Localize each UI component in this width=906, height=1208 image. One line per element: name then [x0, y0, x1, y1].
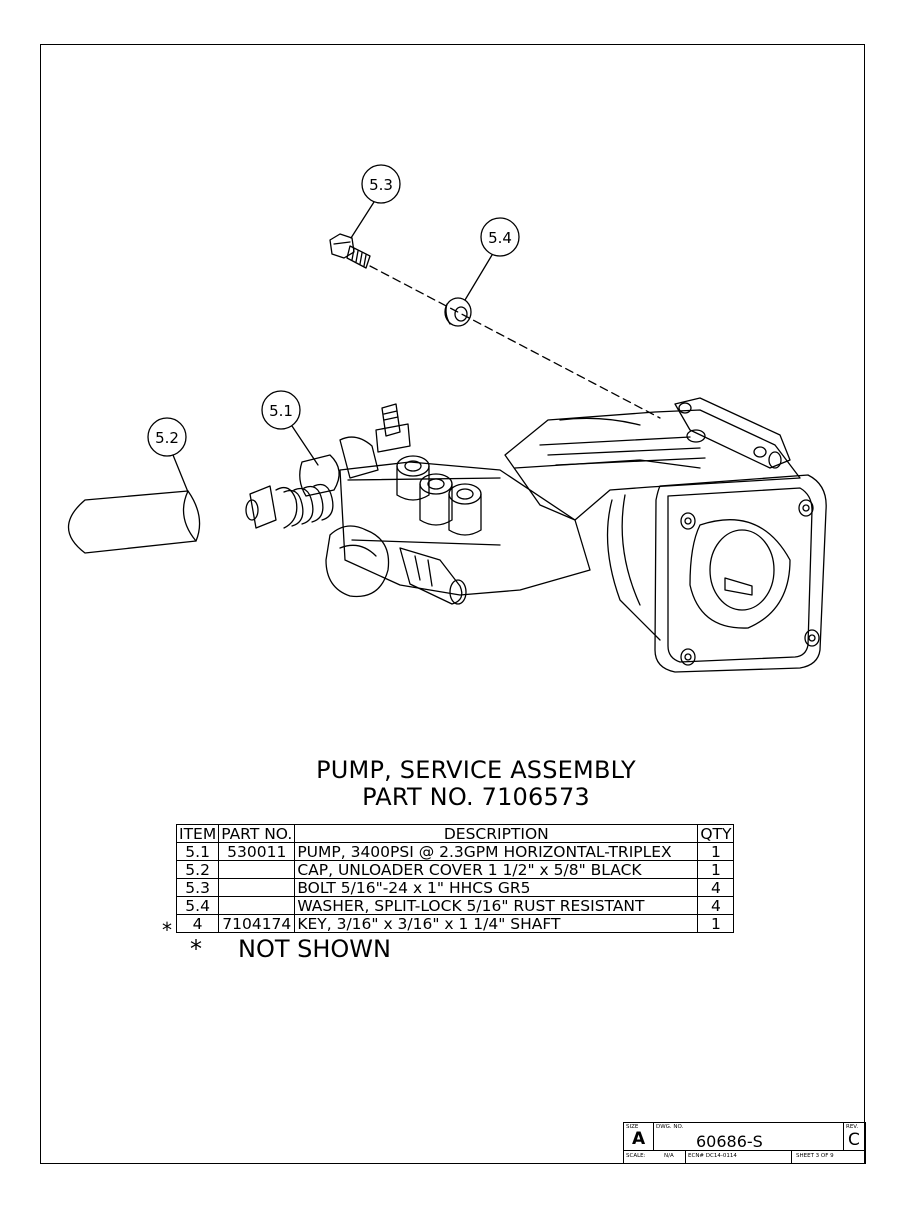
- qty-cell: 4: [697, 878, 735, 897]
- item-cell: 5.1: [175, 842, 220, 861]
- size-value: A: [632, 1129, 646, 1149]
- table-row: 5.2 CAP, UNLOADER COVER 1 1/2" x 5/8" BL…: [175, 860, 735, 879]
- table-row: 5.4 WASHER, SPLIT-LOCK 5/16" RUST RESIST…: [175, 896, 735, 915]
- not-shown-note: * NOT SHOWN: [190, 935, 391, 963]
- revision: C: [848, 1130, 860, 1150]
- item-cell: 5.4: [175, 896, 220, 915]
- table-row: 4 7104174 KEY, 3/16" x 3/16" x 1 1/4" SH…: [175, 914, 735, 933]
- part-cell: 530011: [218, 842, 296, 861]
- drawing-border: [40, 44, 865, 1164]
- rev-cell: REV. C: [844, 1123, 866, 1151]
- description-cell: KEY, 3/16" x 3/16" x 1 1/4" SHAFT: [294, 914, 699, 933]
- drawing-number: 60686-S: [696, 1132, 763, 1151]
- scale-cell: SCALE: N/A: [624, 1151, 686, 1164]
- part-number-title: PART NO. 7106573: [362, 783, 590, 811]
- item-cell: 5.2: [175, 860, 220, 879]
- callout-5-4: 5.4: [464, 217, 520, 301]
- drawing-title: PUMP, SERVICE ASSEMBLY: [316, 756, 636, 784]
- note-text: NOT SHOWN: [238, 935, 391, 963]
- part-cell: 7104174: [218, 914, 296, 933]
- callout-5-2: 5.2: [147, 417, 189, 493]
- description-cell: WASHER, SPLIT-LOCK 5/16" RUST RESISTANT: [294, 896, 699, 915]
- header-description: DESCRIPTION: [294, 824, 699, 843]
- bolt-part: [329, 233, 371, 269]
- description-cell: CAP, UNLOADER COVER 1 1/2" x 5/8" BLACK: [294, 860, 699, 879]
- part-cell: [218, 878, 296, 897]
- size-cell: SIZE A: [624, 1123, 654, 1151]
- ecn-cell: ECN# DC14-0114: [686, 1151, 792, 1164]
- washer-part: [444, 297, 472, 327]
- table-row: 5.1 530011 PUMP, 3400PSI @ 2.3GPM HORIZO…: [175, 842, 735, 861]
- assembly-axis-line: [369, 265, 661, 419]
- note-star: *: [190, 935, 202, 963]
- svg-text:5.1: 5.1: [269, 402, 293, 420]
- item-cell: 4: [175, 914, 220, 933]
- sheet-cell: SHEET 3 OF 9: [796, 1153, 834, 1159]
- table-header-row: ITEM PART NO. DESCRIPTION QTY: [175, 824, 735, 843]
- header-part-no: PART NO.: [218, 824, 296, 843]
- table-row: 5.3 BOLT 5/16"-24 x 1" HHCS GR5 4: [175, 878, 735, 897]
- svg-text:5.4: 5.4: [488, 229, 512, 247]
- header-qty: QTY: [697, 824, 735, 843]
- title-block: SIZE A DWG. NO. 60686-S REV. C SCALE: N/…: [623, 1122, 866, 1164]
- part-cell: [218, 860, 296, 879]
- description-cell: PUMP, 3400PSI @ 2.3GPM HORIZONTAL-TRIPLE…: [294, 842, 699, 861]
- qty-cell: 1: [697, 914, 735, 933]
- callout-5-1: 5.1: [261, 390, 319, 466]
- description-cell: BOLT 5/16"-24 x 1" HHCS GR5: [294, 878, 699, 897]
- cap-part: [68, 490, 201, 554]
- part-cell: [218, 896, 296, 915]
- qty-cell: 1: [697, 842, 735, 861]
- pump-assembly: [245, 397, 827, 673]
- qty-cell: 4: [697, 896, 735, 915]
- header-item: ITEM: [175, 824, 220, 843]
- item-cell: 5.3: [175, 878, 220, 897]
- qty-cell: 1: [697, 860, 735, 879]
- bill-of-materials-table: ITEM PART NO. DESCRIPTION QTY 5.1 530011…: [175, 824, 735, 933]
- dwg-no-cell: DWG. NO. 60686-S: [654, 1123, 844, 1151]
- callout-label: 5.3: [369, 176, 393, 194]
- svg-text:5.2: 5.2: [155, 429, 179, 447]
- callout-5-3: 5.3: [350, 164, 401, 239]
- not-shown-marker: *: [162, 918, 172, 942]
